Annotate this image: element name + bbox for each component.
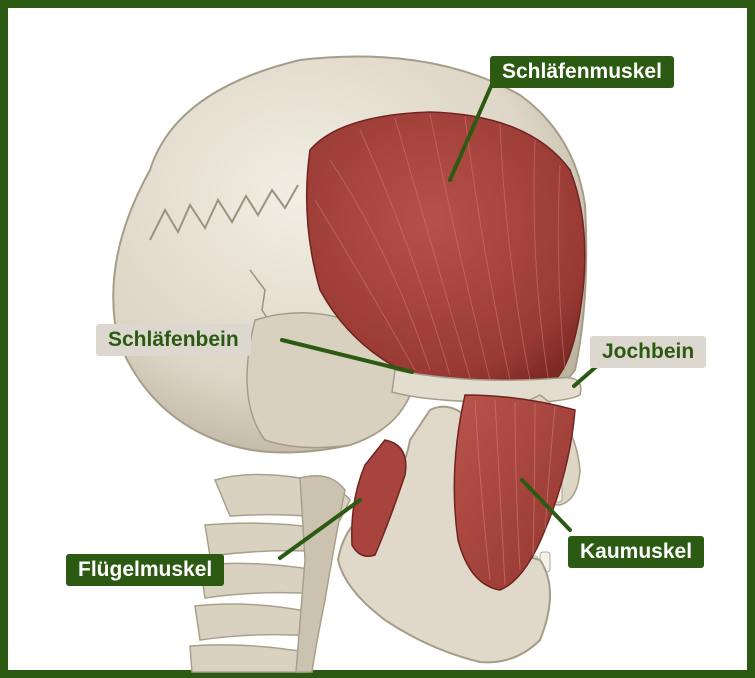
- label-temporal-bone: Schläfenbein: [96, 324, 251, 356]
- label-temporalis: Schläfenmuskel: [490, 56, 674, 88]
- leader-line-zygomatic: [574, 365, 598, 386]
- label-pterygoid: Flügelmuskel: [66, 554, 224, 586]
- label-masseter: Kaumuskel: [568, 536, 704, 568]
- label-zygomatic: Jochbein: [590, 336, 706, 368]
